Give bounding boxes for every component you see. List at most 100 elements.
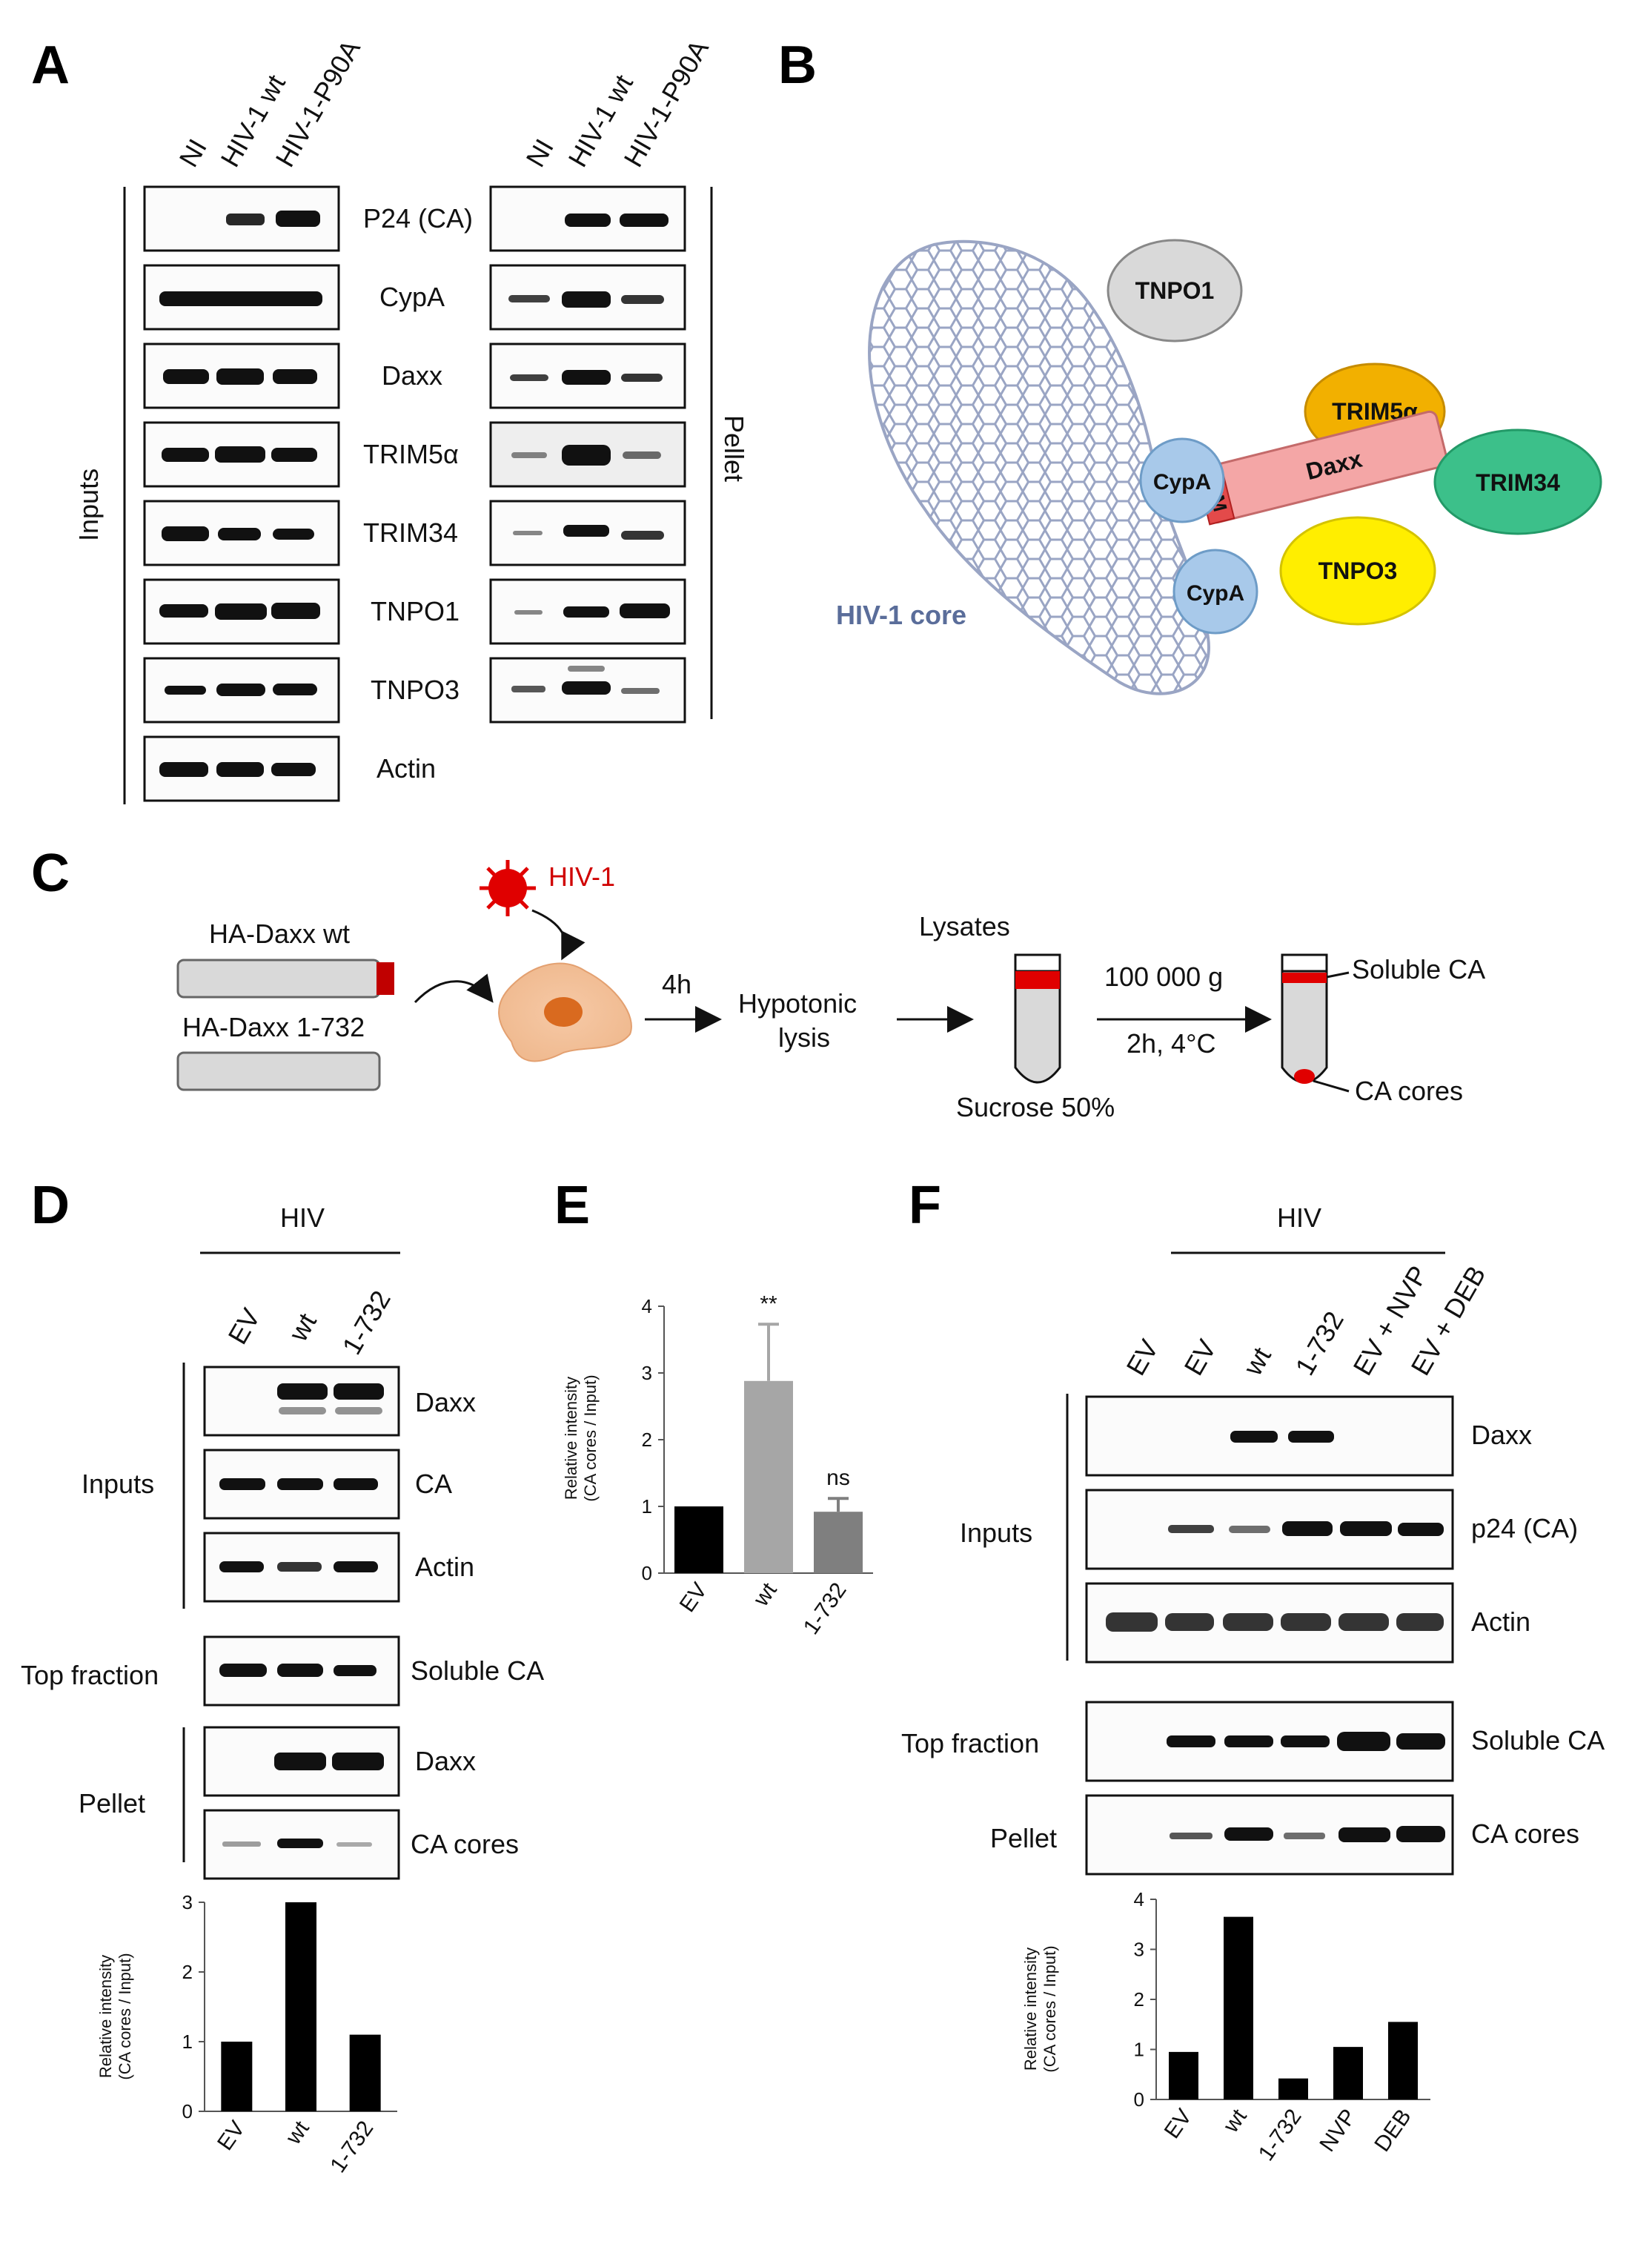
panel-letter-b: B [778,36,817,95]
e-ytick-label: 3 [642,1362,652,1384]
panel-letter-e: E [554,1176,590,1235]
f-category-label: wt [1218,2105,1252,2138]
f-category-label: DEB [1370,2105,1416,2156]
f-hiv-label: HIV [1277,1202,1321,1233]
e-category-label: wt [749,1578,782,1612]
lysis-label: lysis [778,1022,830,1053]
cypa-node-top [1139,437,1225,523]
panel-letter-d: D [31,1176,70,1235]
panel-f: HIV EV EV wt 1-732 EV + NVP EV + DEB Inp… [901,1202,1605,1876]
pellet-blots [489,185,686,724]
f-blot-ca-cores: CA cores [1471,1819,1579,1849]
pellet-label: Pellet [719,415,749,482]
f-category-label: 1-732 [1254,2105,1307,2165]
panel-a: NI HIV-1 wt HIV-1-P90A NI HIV-1 wt HIV-1… [73,35,749,804]
cypa-label-top: CypA [1153,470,1211,494]
lane-label-p90a-inputs: HIV-1-P90A [269,35,366,172]
protein-label-trim34: TRIM34 [363,517,458,548]
f-lane-ev-ni: EV [1120,1334,1164,1380]
d-category-label: EV [213,2117,250,2155]
f-blot-daxx: Daxx [1471,1420,1532,1450]
trim34-node [1433,428,1602,535]
e-ytick-label: 1 [642,1495,652,1518]
time-label: 4h [662,969,691,999]
f-bar [1333,2047,1363,2099]
d-blot-ca-cores: CA cores [411,1829,519,1859]
e-y-axis-label: (CA cores / Input) [581,1374,600,1501]
inputs-label: Inputs [73,469,104,541]
e-y-axis-label: Relative intensity [562,1377,580,1500]
d-blot-daxx-input: Daxx [415,1387,476,1417]
e-bar [744,1380,793,1573]
trim34-label: TRIM34 [1476,469,1560,496]
soluble-ca-label: Soluble CA [1352,954,1485,984]
d-top-fraction-label: Top fraction [21,1660,159,1690]
panel-letter-c: C [31,844,70,903]
f-ytick-label: 4 [1134,1888,1144,1910]
f-category-label: EV [1160,2105,1197,2143]
f-bar [1224,1916,1253,2099]
d-category-label: wt [281,2117,314,2150]
d-ytick-label: 0 [182,2100,193,2122]
d-blot-ca: CA [415,1469,452,1499]
tnpo3-node [1279,516,1436,626]
f-lane-1-732: 1-732 [1289,1306,1350,1380]
d-bar [221,2042,253,2111]
protein-label-tnpo1: TNPO1 [371,596,460,626]
lane-label-ni-inputs: NI [173,133,213,172]
hiv-core-label: HIV-1 core [836,600,966,630]
e-ytick-label: 0 [642,1562,652,1584]
e-bar [674,1506,723,1573]
protein-label-p24: P24 (CA) [363,203,473,234]
e-ytick-label: 4 [642,1295,652,1317]
f-top-fraction-label: Top fraction [901,1728,1039,1758]
sucrose-label: Sucrose 50% [956,1092,1115,1122]
f-lane-wt: wt [1237,1342,1277,1381]
f-bar [1169,2051,1198,2099]
protein-label-actin: Actin [376,753,436,784]
d-category-label: 1-732 [325,2117,378,2177]
ca-cores-label: CA cores [1355,1076,1463,1106]
d-hiv-label: HIV [280,1202,325,1233]
d-y-axis-label: Relative intensity [96,1955,115,2078]
d-y-axis-label: (CA cores / Input) [116,1953,134,2079]
d-inputs-label: Inputs [82,1469,154,1499]
f-ytick-label: 2 [1134,1988,1144,2011]
lane-label-p90a-pellet: HIV-1-P90A [617,35,714,172]
d-lane-1-732: 1-732 [336,1285,397,1360]
tnpo1-label: TNPO1 [1135,277,1215,304]
d-lane-ev: EV [222,1303,266,1349]
f-blot-p24: p24 (CA) [1471,1513,1578,1543]
d-blot-daxx-pellet: Daxx [415,1746,476,1776]
f-ytick-label: 0 [1134,2088,1144,2111]
panel-letter-a: A [31,36,70,95]
speed-label: 100 000 g [1104,962,1223,992]
d-blot-soluble-ca: Soluble CA [411,1655,544,1686]
ha-daxx-wt-construct [176,959,381,999]
protein-label-trim5a: TRIM5α [363,439,459,469]
tnpo3-label: TNPO3 [1318,557,1398,584]
f-bar [1388,2022,1418,2099]
hiv-1-label: HIV-1 [548,861,615,892]
lysates-label: Lysates [919,911,1010,942]
hypotonic-label: Hypotonic [738,988,857,1019]
panel-letter-f: F [909,1176,941,1235]
ha-daxx-1-732-label: HA-Daxx 1-732 [182,1012,365,1042]
e-category-label: 1-732 [799,1578,852,1639]
e-ytick-label: 2 [642,1429,652,1451]
f-lane-ev: EV [1178,1334,1222,1380]
f-ytick-label: 3 [1134,1939,1144,1961]
d-bar [285,1902,316,2111]
protein-label-daxx: Daxx [382,360,442,391]
ha-daxx-1-732-construct [176,1051,381,1091]
arrow-transfect [414,973,494,1004]
f-blot-actin: Actin [1471,1606,1530,1637]
d-pellet-label: Pellet [79,1788,145,1819]
e-category-label: EV [675,1578,712,1617]
f-category-label: NVP [1315,2105,1361,2156]
lane-label-ni-pellet: NI [520,133,560,172]
